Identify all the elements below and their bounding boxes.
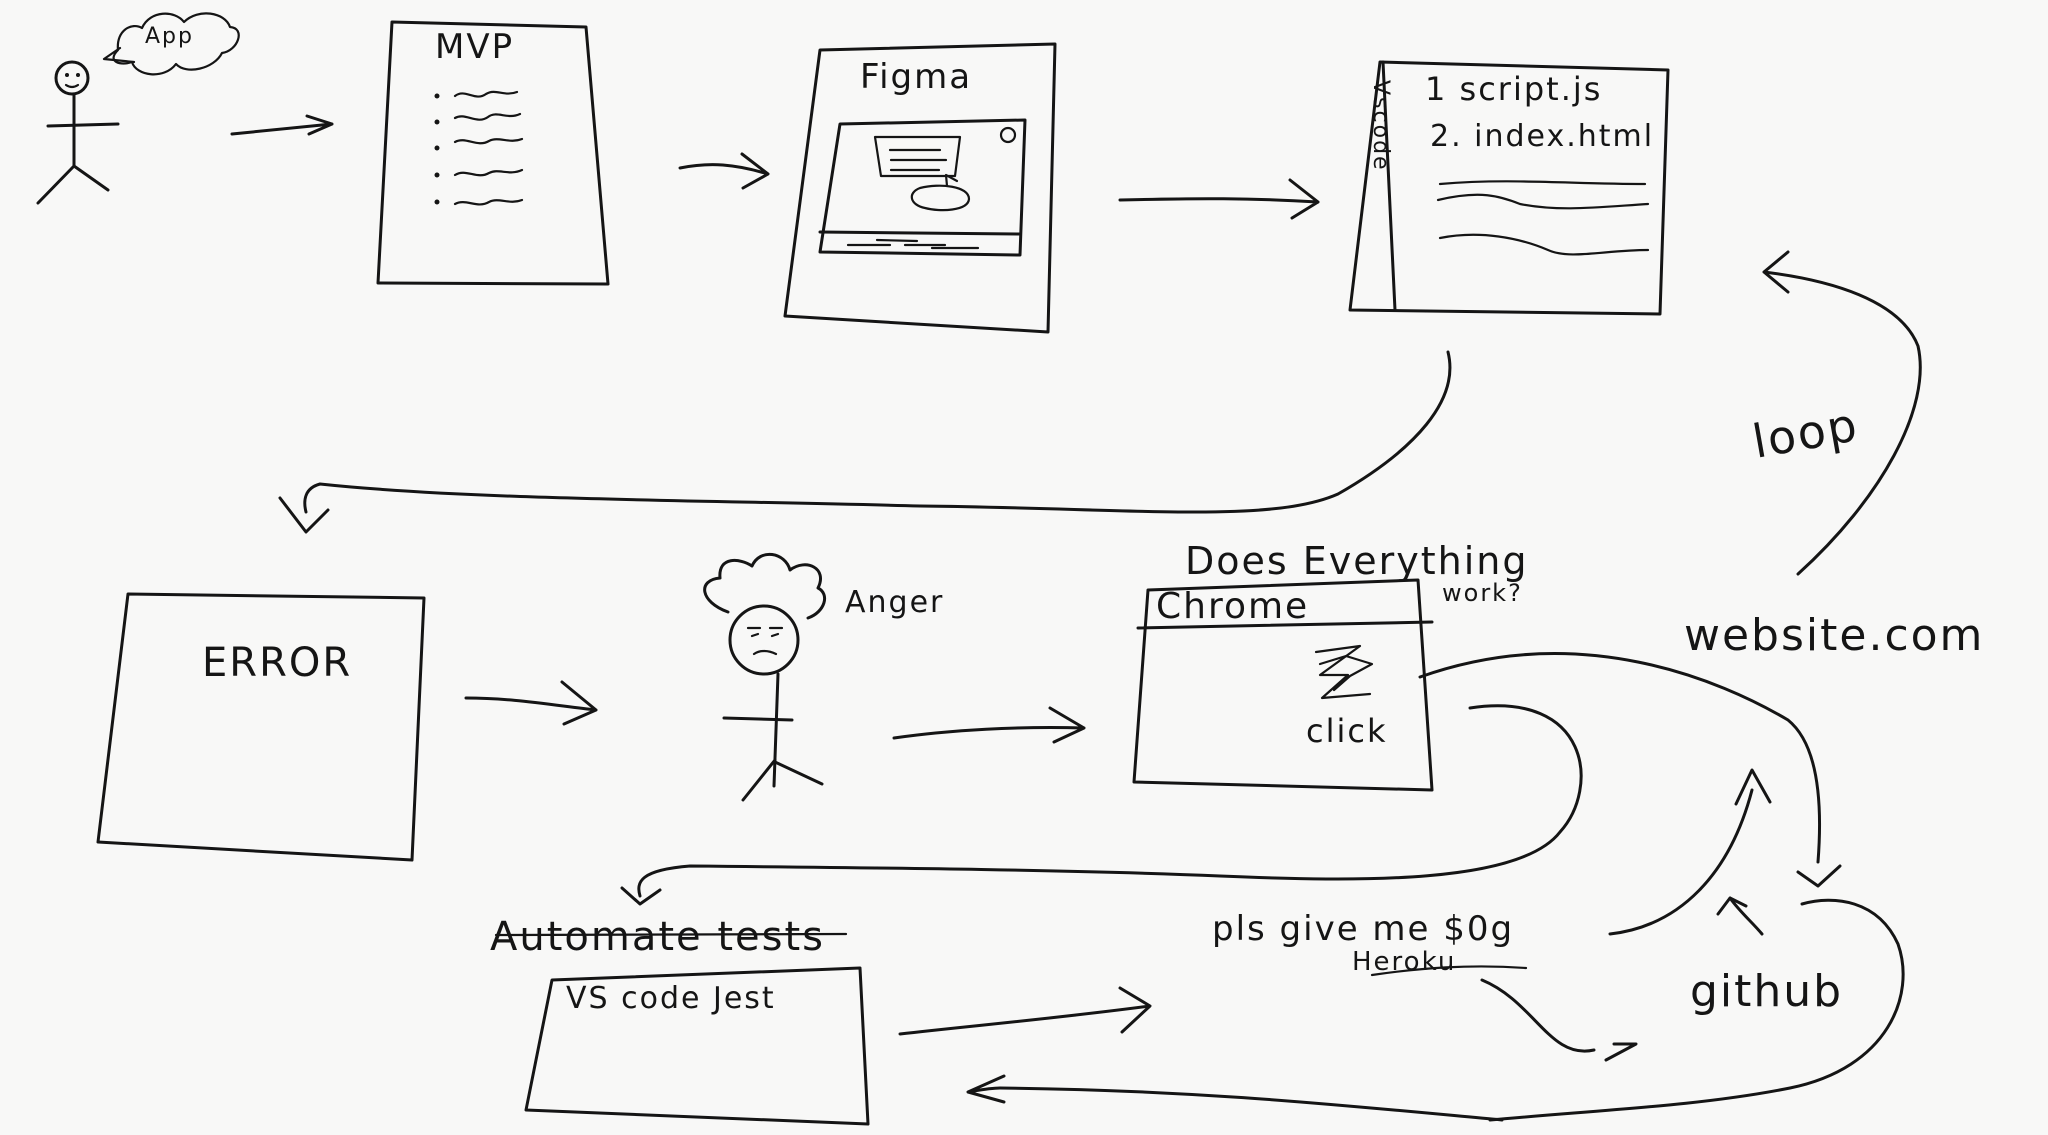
automate-tests-label: Automate tests — [490, 914, 825, 960]
angry-stick-figure: Anger — [703, 553, 944, 802]
mvp-document: MVP — [376, 20, 610, 286]
idea-stick-figure — [36, 60, 120, 205]
file-1-label: 1 script.js — [1425, 70, 1602, 108]
heroku-label: Heroku — [1352, 947, 1456, 977]
click-label: click — [1306, 712, 1388, 750]
website-loop: website.com loop — [1684, 250, 1984, 661]
arrow-anger-to-chrome — [892, 706, 1086, 744]
pls-give-me-label: pls give me $0g — [1212, 909, 1514, 949]
arrow-mvp-to-figma — [678, 152, 770, 190]
chrome-window: Does Everything work? Chrome click — [1132, 539, 1529, 792]
arrow-code-to-error — [278, 350, 1452, 534]
code-side-label: Vscode — [1368, 80, 1393, 172]
automate-tests: Automate tests VS code Jest — [490, 914, 870, 1126]
arrow-error-to-anger — [464, 680, 598, 726]
vscode-editor: Vscode 1 script.js 2. index.html — [1348, 60, 1670, 316]
arrow-chrome-to-tests — [620, 704, 1583, 906]
loop-label: loop — [1749, 397, 1863, 469]
figma-label: Figma — [860, 57, 972, 97]
app-label: App — [145, 24, 194, 49]
anger-label: Anger — [845, 585, 944, 620]
error-box: ERROR — [96, 592, 426, 862]
arrow-return-to-tests — [966, 1074, 1504, 1122]
github-node: github — [1418, 652, 1905, 1122]
file-2-label: 2. index.html — [1430, 119, 1654, 154]
figma-board: Figma — [783, 42, 1057, 334]
mvp-label: MVP — [435, 27, 514, 67]
does-everything-work-label: Does Everything — [1185, 539, 1529, 583]
work-question-label: work? — [1442, 579, 1523, 607]
github-label: github — [1690, 966, 1843, 1017]
arrow-figma-to-code — [1118, 178, 1320, 220]
error-label: ERROR — [202, 640, 352, 686]
arrow-tests-to-heroku — [898, 986, 1152, 1036]
vscode-jest-label: VS code Jest — [566, 981, 776, 1016]
chrome-label: Chrome — [1156, 586, 1309, 627]
website-label: website.com — [1684, 610, 1984, 661]
heroku-request: pls give me $0g Heroku — [1212, 909, 1638, 1062]
arrow-idea-to-mvp — [230, 114, 334, 136]
app-thought-bubble: App — [102, 12, 240, 76]
